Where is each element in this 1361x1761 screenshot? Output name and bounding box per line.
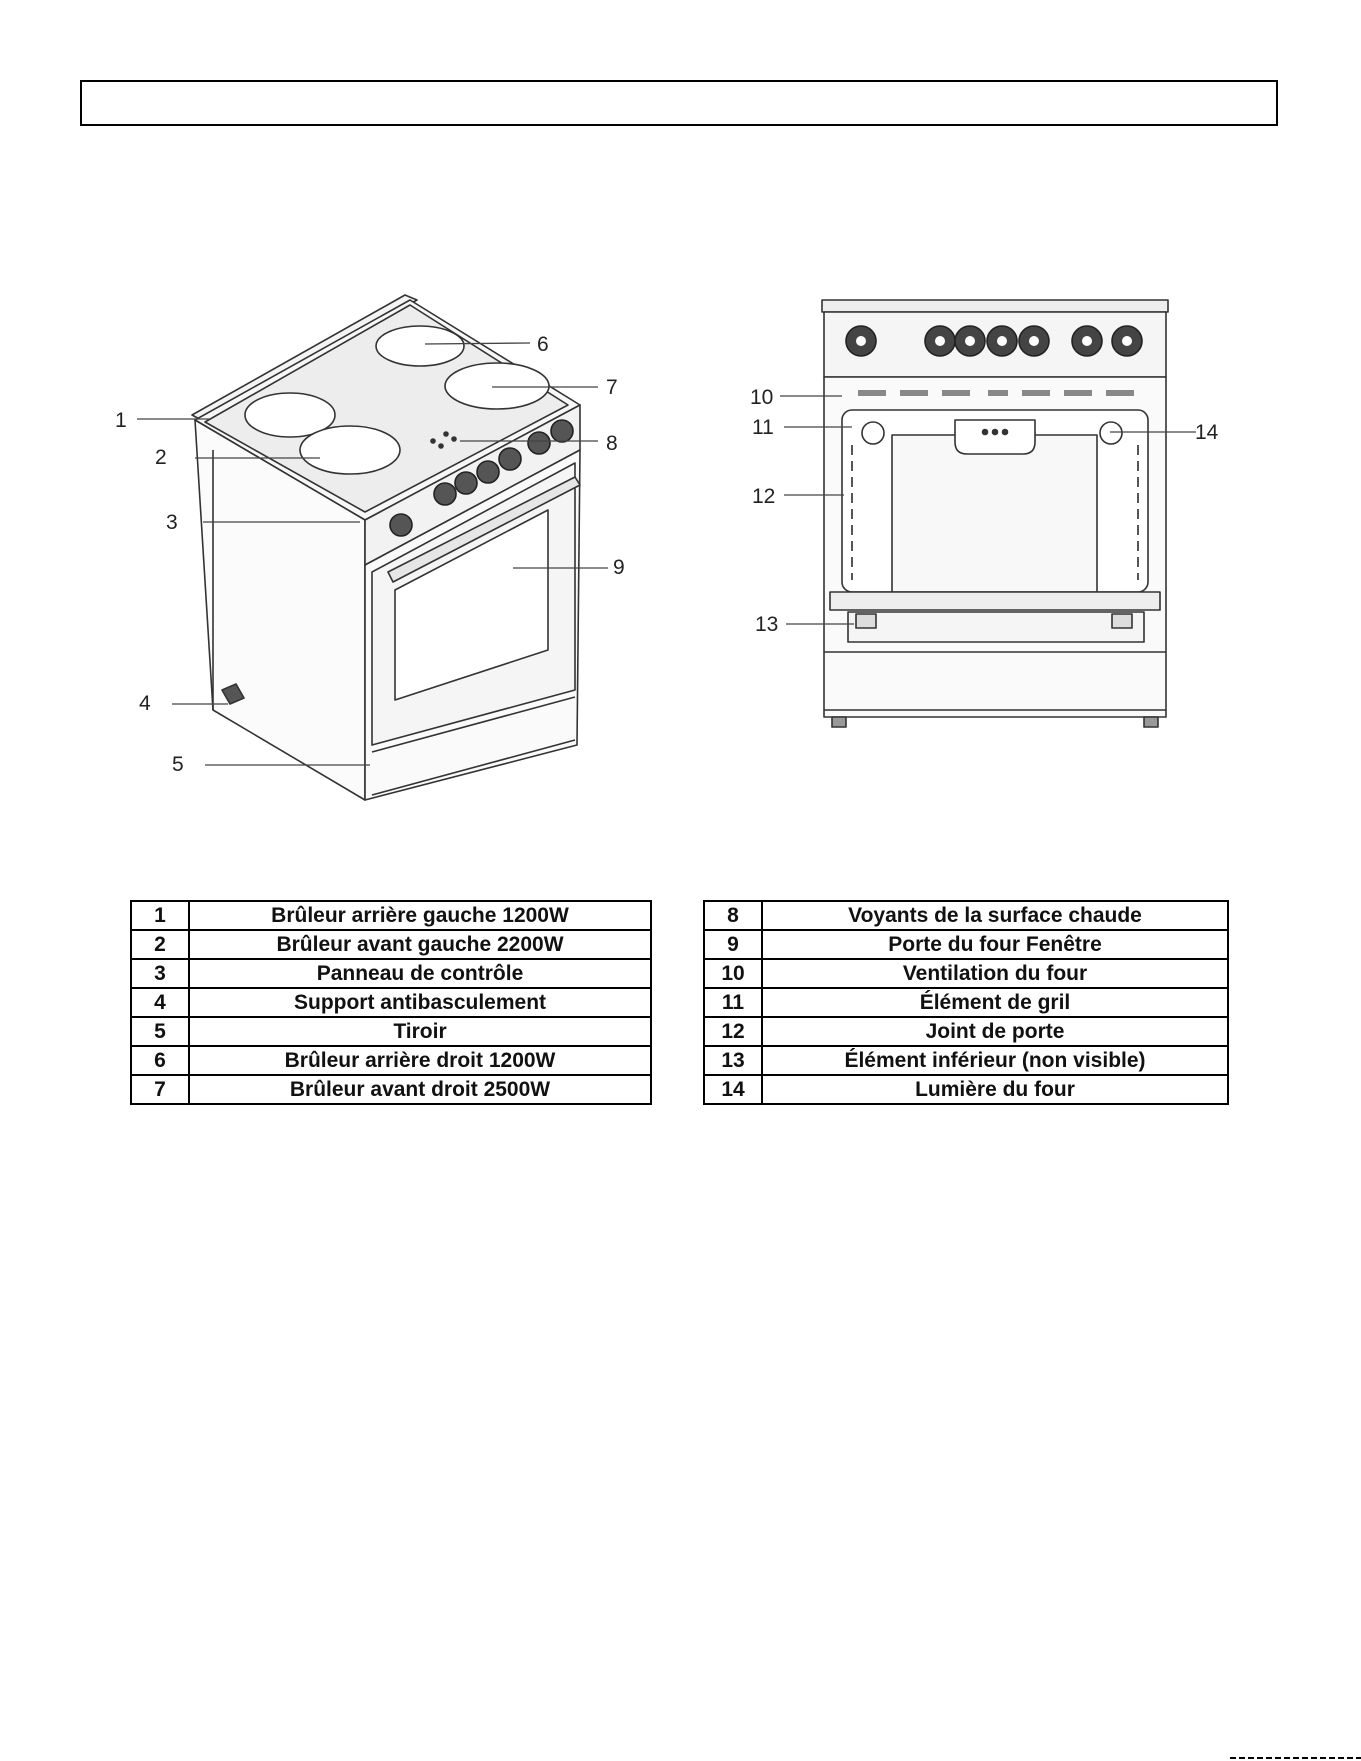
part-name: Voyants de la surface chaude [761, 900, 1229, 931]
callout-1: 1 [115, 409, 127, 432]
part-name: Joint de porte [761, 1016, 1229, 1047]
header-box [80, 80, 1278, 126]
callout-6: 6 [537, 333, 549, 356]
part-name: Lumière du four [761, 1074, 1229, 1105]
callout-13: 13 [755, 613, 779, 636]
part-number: 7 [130, 1074, 190, 1105]
part-name: Élément inférieur (non visible) [761, 1045, 1229, 1076]
part-name: Tiroir [188, 1016, 652, 1047]
part-number: 13 [703, 1045, 763, 1076]
part-name: Brûleur avant droit 2500W [188, 1074, 652, 1105]
callout-10: 10 [750, 386, 774, 409]
part-number: 14 [703, 1074, 763, 1105]
part-name: Porte du four Fenêtre [761, 929, 1229, 960]
part-name: Brûleur arrière droit 1200W [188, 1045, 652, 1076]
part-number: 1 [130, 900, 190, 931]
part-name: Brûleur arrière gauche 1200W [188, 900, 652, 931]
part-number: 11 [703, 987, 763, 1018]
part-number: 9 [703, 929, 763, 960]
part-name: Support antibasculement [188, 987, 652, 1018]
part-number: 2 [130, 929, 190, 960]
part-name: Panneau de contrôle [188, 958, 652, 989]
callout-9: 9 [613, 556, 625, 579]
part-name: Brûleur avant gauche 2200W [188, 929, 652, 960]
callout-2: 2 [155, 446, 167, 469]
callout-4: 4 [139, 692, 151, 715]
callout-11: 11 [752, 416, 774, 439]
part-number: 8 [703, 900, 763, 931]
footer-dashed-rule [1230, 1757, 1361, 1759]
part-number: 12 [703, 1016, 763, 1047]
range-front-open-illustration [780, 299, 1196, 728]
part-number: 6 [130, 1045, 190, 1076]
part-number: 4 [130, 987, 190, 1018]
callout-14: 14 [1195, 421, 1219, 444]
callout-12: 12 [752, 485, 776, 508]
part-name: Élément de gril [761, 987, 1229, 1018]
callout-3: 3 [166, 511, 178, 534]
part-name: Ventilation du four [761, 958, 1229, 989]
callout-7: 7 [606, 376, 618, 399]
part-number: 3 [130, 958, 190, 989]
part-number: 10 [703, 958, 763, 989]
range-perspective-illustration [137, 294, 608, 801]
part-number: 5 [130, 1016, 190, 1047]
callout-5: 5 [172, 753, 184, 776]
callout-8: 8 [606, 432, 618, 455]
